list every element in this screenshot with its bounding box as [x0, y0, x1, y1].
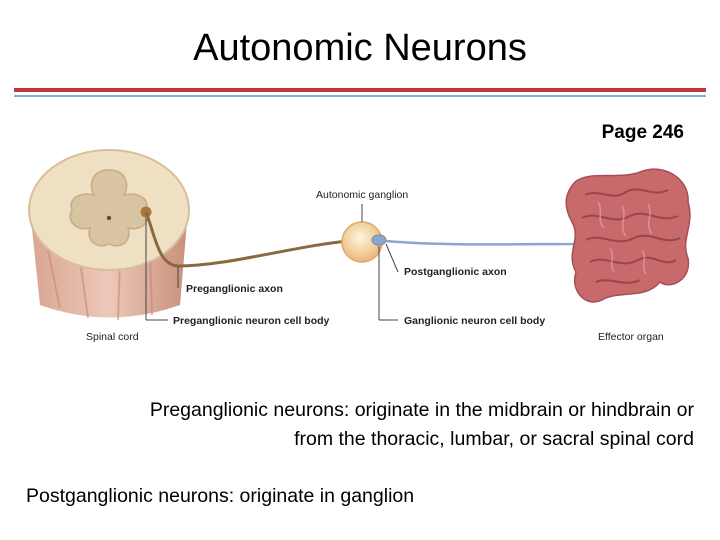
title-rule-blue — [14, 95, 706, 97]
preganglionic-axon-line — [144, 211, 378, 268]
postganglionic-description: Postganglionic neurons: originate in gan… — [26, 485, 415, 507]
preganglionic-description: Preganglionic neurons: originate in the … — [26, 396, 694, 454]
slide-title: Autonomic Neurons — [193, 27, 527, 69]
leader-lines — [145, 204, 399, 321]
label-effector-organ: Effector organ — [598, 331, 664, 343]
autonomic-neuron-diagram: Autonomic ganglion Postganglionic axon P… — [28, 149, 691, 343]
effector-organ-illustration — [565, 168, 691, 303]
preganglionic-line-1: Preganglionic neurons: originate in the … — [149, 399, 694, 421]
label-preganglionic-cell-body: Preganglionic neuron cell body — [173, 315, 330, 327]
label-autonomic-ganglion: Autonomic ganglion — [316, 189, 408, 201]
title-rule-red — [14, 88, 706, 92]
label-ganglionic-cell-body: Ganglionic neuron cell body — [404, 315, 545, 327]
label-spinal-cord: Spinal cord — [86, 331, 139, 343]
label-postganglionic-axon: Postganglionic axon — [404, 266, 507, 278]
postganglionic-axon-line — [385, 239, 589, 246]
preganglionic-line-2: from the thoracic, lumbar, or sacral spi… — [294, 428, 694, 450]
label-preganglionic-axon: Preganglionic axon — [186, 283, 283, 295]
page-reference: Page 246 — [601, 122, 684, 143]
spinal-cord-illustration — [28, 149, 190, 321]
